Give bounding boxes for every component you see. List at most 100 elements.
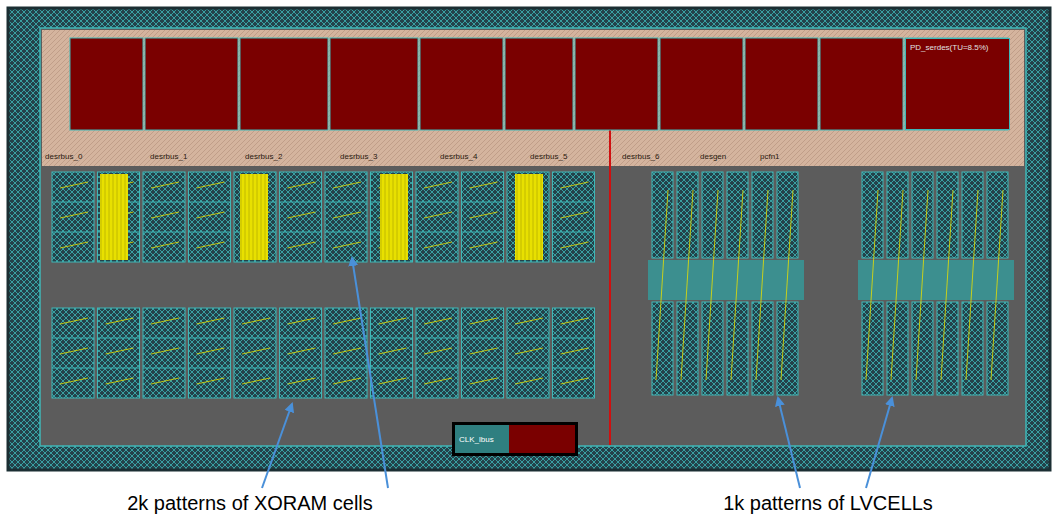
node-label: CLK_lbus — [459, 435, 494, 444]
lvcell-macro — [962, 172, 983, 258]
macro-divider — [553, 202, 595, 203]
xoram-macro — [507, 308, 549, 398]
leader-arrow — [778, 398, 800, 488]
flight-line — [197, 378, 225, 384]
highlight-cells — [100, 174, 128, 260]
flight-line — [424, 242, 452, 248]
macro-divider — [553, 338, 595, 339]
core-area — [40, 28, 1026, 446]
lvcell-macro — [752, 172, 773, 258]
flight-line — [470, 378, 498, 384]
flight-line — [106, 378, 134, 384]
macro-divider — [553, 368, 595, 369]
lvcell-macro — [652, 302, 673, 395]
macro-divider — [234, 338, 276, 339]
flight-line — [561, 242, 589, 248]
macro-divider — [371, 338, 413, 339]
xoram-macro — [280, 172, 322, 262]
lvcell-macro — [912, 172, 933, 258]
lvcell-macro — [862, 302, 883, 395]
block-name: desrbus_6 — [622, 152, 659, 161]
lvcell-macro — [652, 172, 673, 258]
flight-line — [470, 318, 498, 324]
macro-divider — [416, 202, 458, 203]
flight-line — [242, 348, 270, 354]
flight-line — [756, 190, 768, 380]
pad-ring — [8, 8, 1050, 470]
xoram-macro — [234, 308, 276, 398]
macro-divider — [52, 232, 94, 233]
lvcell-macro — [912, 302, 933, 395]
macro-divider — [371, 368, 413, 369]
flight-line — [515, 318, 543, 324]
macro-divider — [325, 338, 367, 339]
flight-line — [333, 182, 361, 188]
xoram-macro — [325, 172, 367, 262]
macro-divider — [52, 202, 94, 203]
flight-line — [470, 242, 498, 248]
flight-line — [333, 318, 361, 324]
flight-line — [197, 212, 225, 218]
flight-line — [288, 182, 316, 188]
flight-line — [470, 182, 498, 188]
flight-line — [197, 348, 225, 354]
flight-line — [288, 378, 316, 384]
flight-line — [991, 190, 1003, 380]
block-name: desrbus_4 — [440, 152, 477, 161]
leader-arrow — [866, 398, 892, 488]
macro-divider — [280, 202, 322, 203]
lvcell-macro — [702, 302, 723, 395]
flight-line — [151, 318, 179, 324]
flight-line — [106, 318, 134, 324]
block-name: desrbus_2 — [245, 152, 282, 161]
flight-line — [470, 212, 498, 218]
flight-line — [515, 378, 543, 384]
serdes-block — [70, 38, 143, 130]
lvcell-macro — [862, 172, 883, 258]
macro-divider — [52, 368, 94, 369]
block-name: pcfn1 — [760, 152, 780, 161]
macro-divider — [98, 368, 140, 369]
macro-divider — [280, 338, 322, 339]
xoram-macro — [416, 172, 458, 262]
xoram-macro — [52, 308, 94, 398]
flight-line — [288, 212, 316, 218]
flight-line — [60, 242, 88, 248]
partition-line — [609, 130, 611, 445]
serdes-block — [575, 38, 658, 130]
block-name: desrbus_1 — [150, 152, 187, 161]
highlight-cells — [515, 174, 543, 260]
flight-line — [470, 348, 498, 354]
macro-divider — [189, 202, 231, 203]
lvcell-macro — [677, 302, 698, 395]
cell-cluster — [648, 260, 804, 300]
flight-line — [891, 190, 903, 380]
xoram-macro — [143, 172, 185, 262]
serdes-block — [505, 38, 573, 130]
clock-box: CLK_lbus — [452, 422, 578, 456]
flight-line — [151, 378, 179, 384]
lvcell-macro — [887, 302, 908, 395]
flight-line — [333, 242, 361, 248]
flight-line — [151, 182, 179, 188]
macro-divider — [280, 368, 322, 369]
flight-line — [424, 212, 452, 218]
flight-line — [151, 212, 179, 218]
flight-line — [333, 378, 361, 384]
node-label: PD_serdes(TU=8.5%) — [910, 43, 988, 52]
serdes-block — [745, 38, 818, 130]
flight-line — [106, 348, 134, 354]
xoram-macro — [553, 172, 595, 262]
xoram-macro — [143, 308, 185, 398]
serdes-block — [420, 38, 503, 130]
xoram-macro — [189, 308, 231, 398]
highlight-cells — [380, 174, 408, 260]
lvcell-macro — [937, 172, 958, 258]
lvcell-macro — [777, 172, 798, 258]
flight-line — [515, 348, 543, 354]
xoram-macro — [189, 172, 231, 262]
highlight-cells — [240, 174, 268, 260]
lvcell-macro — [962, 302, 983, 395]
flight-line — [151, 348, 179, 354]
